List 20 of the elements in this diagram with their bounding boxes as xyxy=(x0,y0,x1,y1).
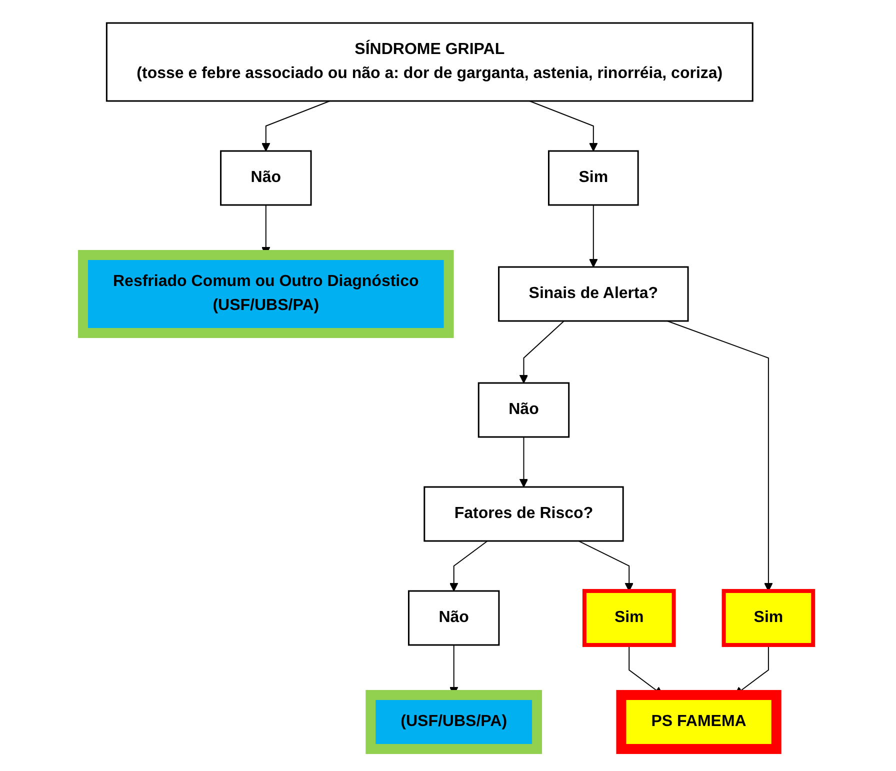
arrow xyxy=(528,100,598,151)
node-box: Não xyxy=(220,150,312,206)
node-box: SÍNDROME GRIPAL (tosse e febre associado ou não a: dor de garganta, astenia, rinorréia, coriza) xyxy=(106,22,754,102)
node-box: Resfriado Comum ou Outro Diagnóstico (USF/UBS/PA) xyxy=(78,250,454,338)
arrow xyxy=(519,320,564,383)
arrow xyxy=(519,436,528,487)
arrow xyxy=(578,540,634,591)
node-box: (USF/UBS/PA) xyxy=(366,689,542,754)
node-box: PS FAMEMA xyxy=(616,689,782,754)
node-box: Sim xyxy=(582,588,676,646)
arrow xyxy=(588,204,598,267)
node-box: Sinais de Alerta? xyxy=(498,266,689,322)
node-box: Sim xyxy=(722,588,816,646)
arrow xyxy=(449,540,488,591)
node-box: Não xyxy=(478,382,570,438)
node-box: Fatores de Risco? xyxy=(424,486,624,542)
arrow xyxy=(666,320,773,591)
arrow xyxy=(261,100,330,151)
node-box: Sim xyxy=(548,150,639,206)
node-box: Não xyxy=(408,590,500,646)
